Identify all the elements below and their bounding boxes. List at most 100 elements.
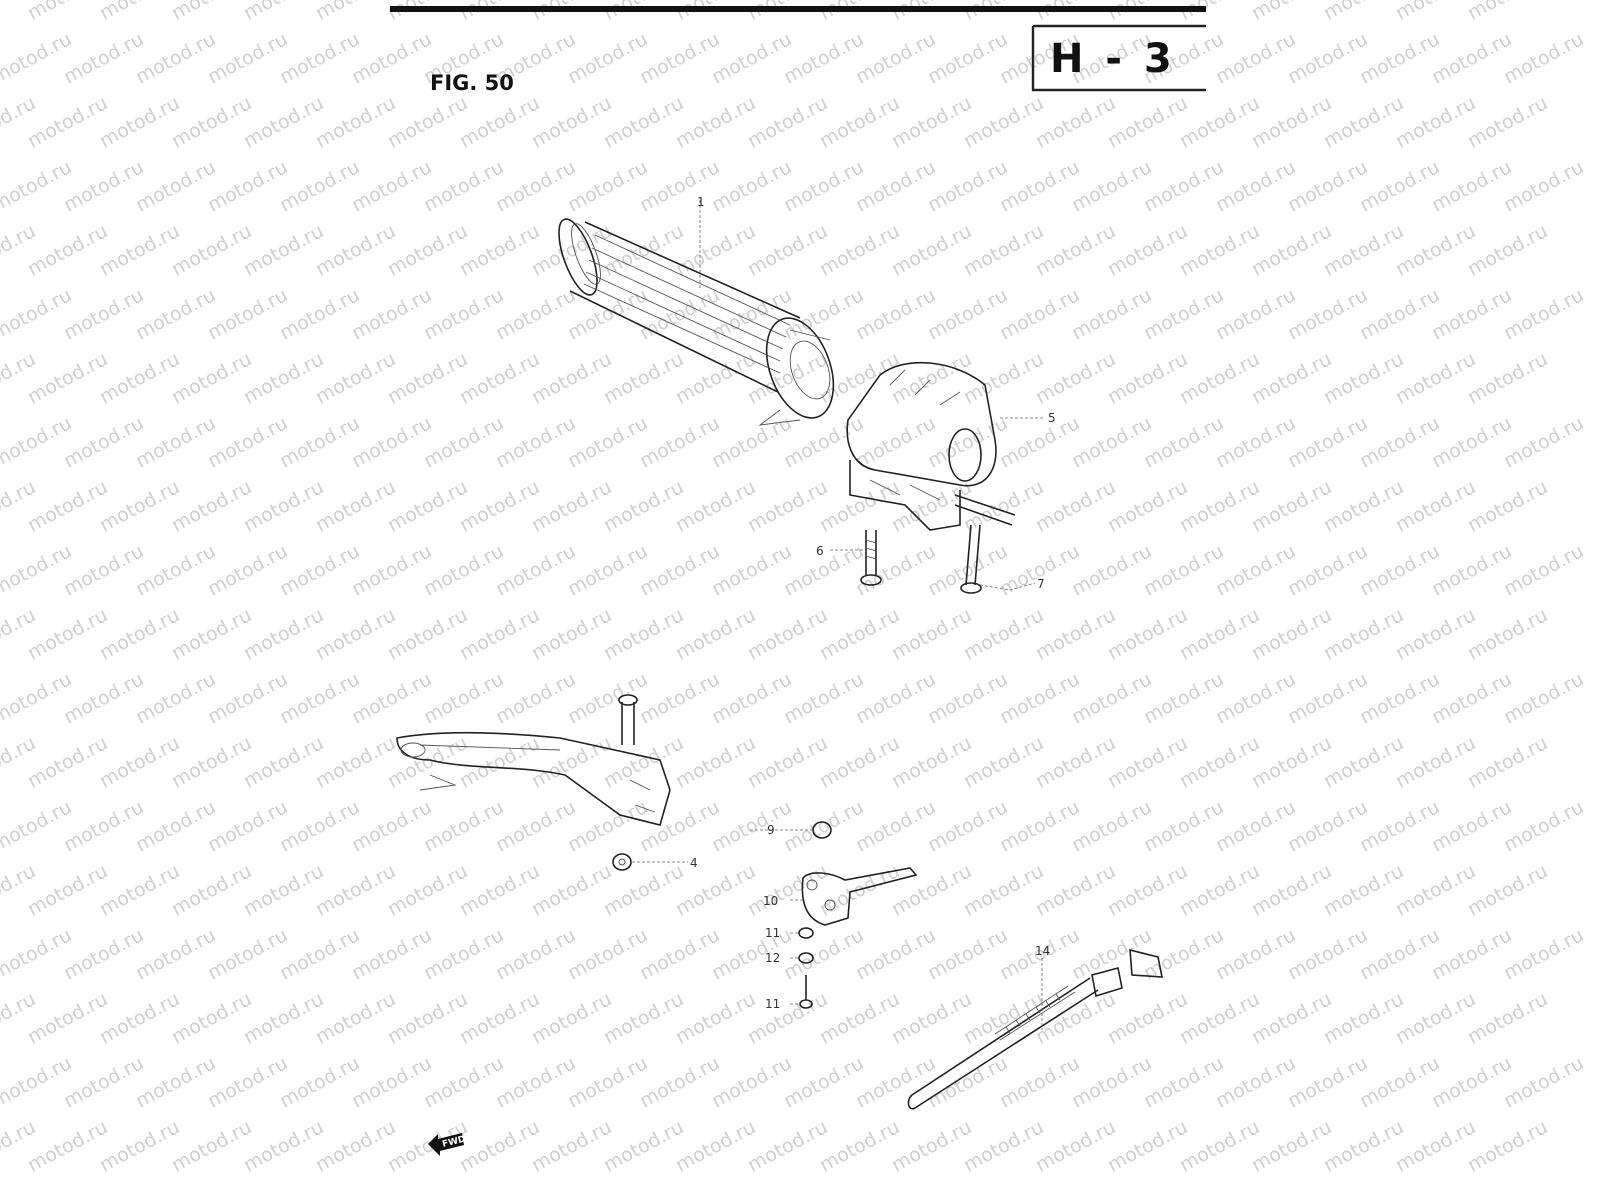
watermark-text: motod.ru	[168, 988, 255, 1048]
watermark-text: motod.ru	[1104, 476, 1191, 536]
watermark-text: motod.ru	[240, 220, 327, 280]
watermark-text: motod.ru	[456, 92, 543, 152]
watermark-text: motod.ru	[1212, 156, 1299, 216]
watermark-text: motod.ru	[780, 668, 867, 728]
watermark-text: motod.ru	[96, 1116, 183, 1176]
watermark-text: motod.ru	[1428, 28, 1515, 88]
watermark-text: motod.ru	[1176, 92, 1263, 152]
watermark-text: motod.ru	[528, 1116, 615, 1176]
watermark-text: motod.ru	[1500, 156, 1587, 216]
watermark-text: motod.ru	[0, 156, 75, 216]
watermark-text: motod.ru	[420, 412, 507, 472]
watermark-text: motod.ru	[888, 348, 975, 408]
watermark-text: motod.ru	[204, 412, 291, 472]
watermark-text: motod.ru	[96, 604, 183, 664]
watermark-text: motod.ru	[240, 860, 327, 920]
watermark-text: motod.ru	[1428, 156, 1515, 216]
watermark-text: motod.ru	[672, 860, 759, 920]
watermark-text: motod.ru	[1392, 1116, 1479, 1176]
watermark-text: motod.ru	[24, 732, 111, 792]
watermark-text: motod.ru	[528, 604, 615, 664]
watermark-text: motod.ru	[564, 540, 651, 600]
watermark-text: motod.ru	[1464, 732, 1551, 792]
watermark-text: motod.ru	[636, 284, 723, 344]
watermark-text: motod.ru	[1176, 220, 1263, 280]
watermark-text: motod.ru	[1428, 284, 1515, 344]
watermark-text: motod.ru	[132, 540, 219, 600]
watermark-text: motod.ru	[960, 1116, 1047, 1176]
watermark-text: motod.ru	[708, 1052, 795, 1112]
watermark-text: motod.ru	[636, 668, 723, 728]
watermark-text: motod.ru	[24, 988, 111, 1048]
watermark-text: motod.ru	[240, 92, 327, 152]
watermark-text: motod.ru	[1284, 540, 1371, 600]
watermark-text: motod.ru	[420, 284, 507, 344]
watermark-text: motod.ru	[348, 284, 435, 344]
watermark-text: motod.ru	[312, 860, 399, 920]
watermark-text: motod.ru	[1320, 92, 1407, 152]
watermark-text: motod.ru	[744, 348, 831, 408]
callout-14: 14	[1035, 944, 1050, 958]
part-screw-7	[960, 524, 982, 594]
watermark-text: motod.ru	[816, 92, 903, 152]
watermark-text: motod.ru	[852, 796, 939, 856]
watermark-text: motod.ru	[1464, 348, 1551, 408]
watermark-text: motod.ru	[1464, 0, 1551, 24]
watermark-text: motod.ru	[168, 1116, 255, 1176]
watermark-text: motod.ru	[204, 924, 291, 984]
watermark-text: motod.ru	[636, 540, 723, 600]
watermark-text: motod.ru	[1464, 988, 1551, 1048]
watermark-text: motod.ru	[168, 860, 255, 920]
watermark-text: motod.ru	[1500, 668, 1587, 728]
watermark-text: motod.ru	[816, 1116, 903, 1176]
watermark-text: motod.ru	[1140, 540, 1227, 600]
watermark-text: motod.ru	[600, 732, 687, 792]
watermark-text: motod.ru	[1248, 1116, 1335, 1176]
watermark-text: motod.ru	[1464, 860, 1551, 920]
watermark-text: motod.ru	[600, 604, 687, 664]
watermark-text: motod.ru	[1356, 156, 1443, 216]
watermark-text: motod.ru	[744, 604, 831, 664]
watermark-text: motod.ru	[636, 924, 723, 984]
watermark-text: motod.ru	[492, 412, 579, 472]
watermark-text: motod.ru	[852, 540, 939, 600]
watermark-text: motod.ru	[1176, 1116, 1263, 1176]
watermark-text: motod.ru	[708, 540, 795, 600]
watermark-text: motod.ru	[384, 348, 471, 408]
header-rule	[390, 6, 1206, 12]
watermark-text: motod.ru	[1032, 860, 1119, 920]
watermark-text: motod.ru	[780, 796, 867, 856]
part-bolt-top	[618, 694, 638, 745]
watermark-text: motod.ru	[996, 412, 1083, 472]
watermark-text: motod.ru	[1392, 732, 1479, 792]
watermark-text: motod.ru	[1248, 732, 1335, 792]
watermark-text: motod.ru	[1356, 284, 1443, 344]
watermark-text: motod.ru	[1500, 284, 1587, 344]
watermark-text: motod.ru	[1356, 668, 1443, 728]
watermark-text: motod.ru	[1500, 924, 1587, 984]
watermark-text: motod.ru	[600, 92, 687, 152]
watermark-text: motod.ru	[564, 28, 651, 88]
watermark-text: motod.ru	[996, 540, 1083, 600]
watermark-text: motod.ru	[384, 220, 471, 280]
watermark-text: motod.ru	[312, 220, 399, 280]
watermark-text: motod.ru	[96, 348, 183, 408]
watermark-text: motod.ru	[924, 668, 1011, 728]
watermark-text: motod.ru	[744, 476, 831, 536]
watermark-text: motod.ru	[456, 348, 543, 408]
watermark-text: motod.ru	[1428, 412, 1515, 472]
watermark-text: motod.ru	[888, 1116, 975, 1176]
watermark-text: motod.ru	[888, 220, 975, 280]
watermark-text: motod.ru	[0, 412, 75, 472]
watermark-text: motod.ru	[1392, 92, 1479, 152]
watermark-text: motod.ru	[132, 156, 219, 216]
callout-6: 6	[816, 544, 824, 558]
watermark-text: motod.ru	[240, 476, 327, 536]
watermark-text: motod.ru	[924, 796, 1011, 856]
watermark-text: motod.ru	[1320, 988, 1407, 1048]
watermark-text: motod.ru	[168, 604, 255, 664]
watermark-text: motod.ru	[816, 220, 903, 280]
watermark-text: motod.ru	[744, 988, 831, 1048]
watermark-text: motod.ru	[168, 476, 255, 536]
watermark-text: motod.ru	[240, 1116, 327, 1176]
